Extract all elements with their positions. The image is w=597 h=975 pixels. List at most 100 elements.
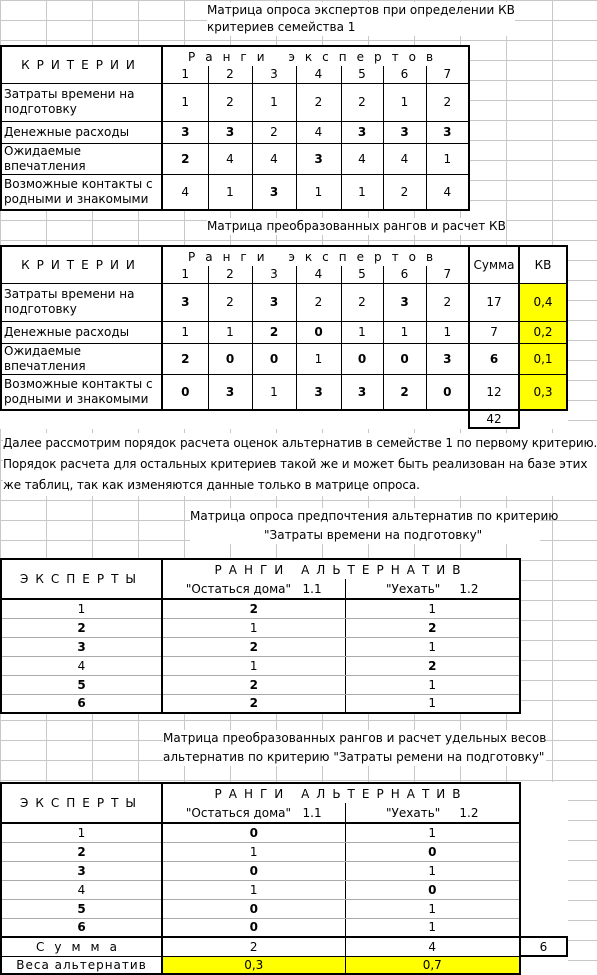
paragraph-line: Далее рассмотрим порядок расчета оценок … xyxy=(3,436,597,450)
rank-cell: 0 xyxy=(425,373,471,411)
expert-number: 2 xyxy=(207,266,252,284)
rank-cell: 1 xyxy=(295,342,342,375)
rank-cell: 1 xyxy=(425,142,471,175)
table-row: Денежные расходы 1 1 2 0 1 1 1 7 0,2 xyxy=(0,320,569,344)
rank-cell: 3 xyxy=(295,142,342,175)
table-row: 3 2 1 xyxy=(0,637,521,657)
sum-total: 42 xyxy=(468,410,521,429)
alternative-1-code: 1.1 xyxy=(302,581,322,596)
alt2-value: 1 xyxy=(345,918,521,938)
alt1-value: 0 xyxy=(162,918,346,938)
rank-cell: 0 xyxy=(382,342,427,375)
expert-number: 1 xyxy=(0,599,163,619)
alt1-value: 1 xyxy=(162,842,346,862)
table4-title: Матрица преобразованных рангов и расчет … xyxy=(163,730,547,766)
table-row: 2 1 2 xyxy=(0,618,521,638)
table2-title: Матрица преобразованных рангов и расчет … xyxy=(207,218,506,235)
table-row: 6 2 1 xyxy=(0,694,521,714)
rank-cell: 3 xyxy=(207,373,253,411)
table3-alternatives-survey: ЭКСПЕРТЫ РАНГИ АЛЬТЕРНАТИВ "Остаться дом… xyxy=(0,558,521,714)
criterion-name: Возможные контакты с родными и знакомыми xyxy=(0,173,163,211)
rank-cell: 3 xyxy=(207,120,253,144)
rank-cell: 2 xyxy=(251,320,297,344)
kv-header: КВ xyxy=(518,245,569,284)
rank-cell: 3 xyxy=(161,120,209,144)
alt2-rank: 1 xyxy=(345,675,521,695)
alternative-1-header: "Остаться дома" 1.1 xyxy=(161,579,345,600)
alt2-rank: 1 xyxy=(345,637,521,657)
rank-cell: 1 xyxy=(207,320,253,344)
criterion-name: Затраты времени на подготовку xyxy=(0,282,163,322)
rank-cell: 3 xyxy=(295,373,342,411)
alternative-ranks-header: РАНГИ АЛЬТЕРНАТИВ xyxy=(161,558,521,579)
rank-cell: 1 xyxy=(161,82,209,122)
table-row: Возможные контакты с родными и знакомыми… xyxy=(0,173,471,211)
alternative-2-name: "Уехать" xyxy=(386,581,441,596)
table-row: 4 1 0 xyxy=(0,880,567,900)
rank-cell: 2 xyxy=(340,282,384,322)
rank-cell: 4 xyxy=(425,173,471,211)
table-row: 1 0 1 xyxy=(0,823,567,843)
rank-cell: 3 xyxy=(340,120,384,144)
table3-title: Матрица опроса предпочтения альтернатив … xyxy=(190,508,558,544)
rank-cell: 2 xyxy=(382,173,427,211)
experts-header: ЭКСПЕРТЫ xyxy=(0,782,163,824)
criterion-name: Денежные расходы xyxy=(0,320,163,344)
alternative-1-name: "Остаться дома" xyxy=(185,581,292,596)
expert-ranks-header: Ранги экспертов xyxy=(160,245,471,266)
expert-number: 6 xyxy=(382,66,426,84)
table4-alternative-weights: ЭКСПЕРТЫ РАНГИ АЛЬТЕРНАТИВ "Остаться дом… xyxy=(0,782,568,975)
weights-label: Веса альтернатив xyxy=(0,956,163,975)
table-row: Возможные контакты с родными и знакомыми… xyxy=(0,373,569,411)
expert-number: 7 xyxy=(425,266,471,284)
rank-cell: 1 xyxy=(251,373,297,411)
expert-number: 4 xyxy=(0,880,163,900)
rank-cell: 0 xyxy=(161,373,209,411)
rank-cell: 1 xyxy=(382,320,427,344)
alt1-rank: 1 xyxy=(162,618,346,638)
criterion-name: Денежные расходы xyxy=(0,120,163,144)
rank-cell: 2 xyxy=(161,142,209,175)
alternative-1-header: "Остаться дома" 1.1 xyxy=(161,803,345,824)
row-sum: 6 xyxy=(468,342,521,375)
alt1-value: 0 xyxy=(162,861,346,881)
alt2-rank: 1 xyxy=(345,599,521,619)
row-sum: 17 xyxy=(468,282,521,322)
expert-number: 3 xyxy=(0,637,163,657)
table-row: Денежные расходы 3 3 2 4 3 3 3 xyxy=(0,120,471,144)
alternative-1-code: 1.1 xyxy=(302,805,322,820)
expert-number: 5 xyxy=(340,66,383,84)
paragraph-line: же таблиц, так как изменяются данные тол… xyxy=(3,478,420,492)
rank-cell: 2 xyxy=(207,82,253,122)
rank-cell: 2 xyxy=(425,82,471,122)
expert-number: 5 xyxy=(0,899,163,919)
rank-cell: 3 xyxy=(382,282,427,322)
alt1-value: 1 xyxy=(162,880,346,900)
alt2-value: 0 xyxy=(345,880,521,900)
table-row: 4 1 2 xyxy=(0,656,521,676)
alt2-rank: 2 xyxy=(345,656,521,676)
rank-cell: 2 xyxy=(425,282,471,322)
table-row: 6 0 1 xyxy=(0,918,567,938)
sum-row: Сумма 2 4 6 xyxy=(0,936,568,957)
expert-number: 3 xyxy=(0,861,163,881)
expert-number: 6 xyxy=(0,694,163,714)
rank-cell: 1 xyxy=(382,82,427,122)
table-row: 1 2 1 xyxy=(0,599,521,619)
table-row: Затраты времени на подготовку 1 2 1 2 2 … xyxy=(0,82,471,122)
expert-ranks-header: Ранги экспертов xyxy=(160,45,471,66)
expert-number: 3 xyxy=(251,66,296,84)
alt2-value: 1 xyxy=(345,823,521,843)
alternative-2-code: 1.2 xyxy=(459,581,479,596)
alt1-value: 0 xyxy=(162,823,346,843)
kv-value: 0,1 xyxy=(518,342,569,375)
alt1-rank: 2 xyxy=(162,694,346,714)
criterion-name: Затраты времени на подготовку xyxy=(0,82,163,122)
table-row: 5 0 1 xyxy=(0,899,567,919)
rank-cell: 1 xyxy=(207,173,253,211)
rank-cell: 3 xyxy=(382,120,427,144)
rank-cell: 4 xyxy=(251,142,297,175)
table1-title-line1: Матрица опроса экспертов при определении… xyxy=(207,3,515,17)
row-sum: 12 xyxy=(468,373,521,411)
rank-cell: 3 xyxy=(251,173,297,211)
